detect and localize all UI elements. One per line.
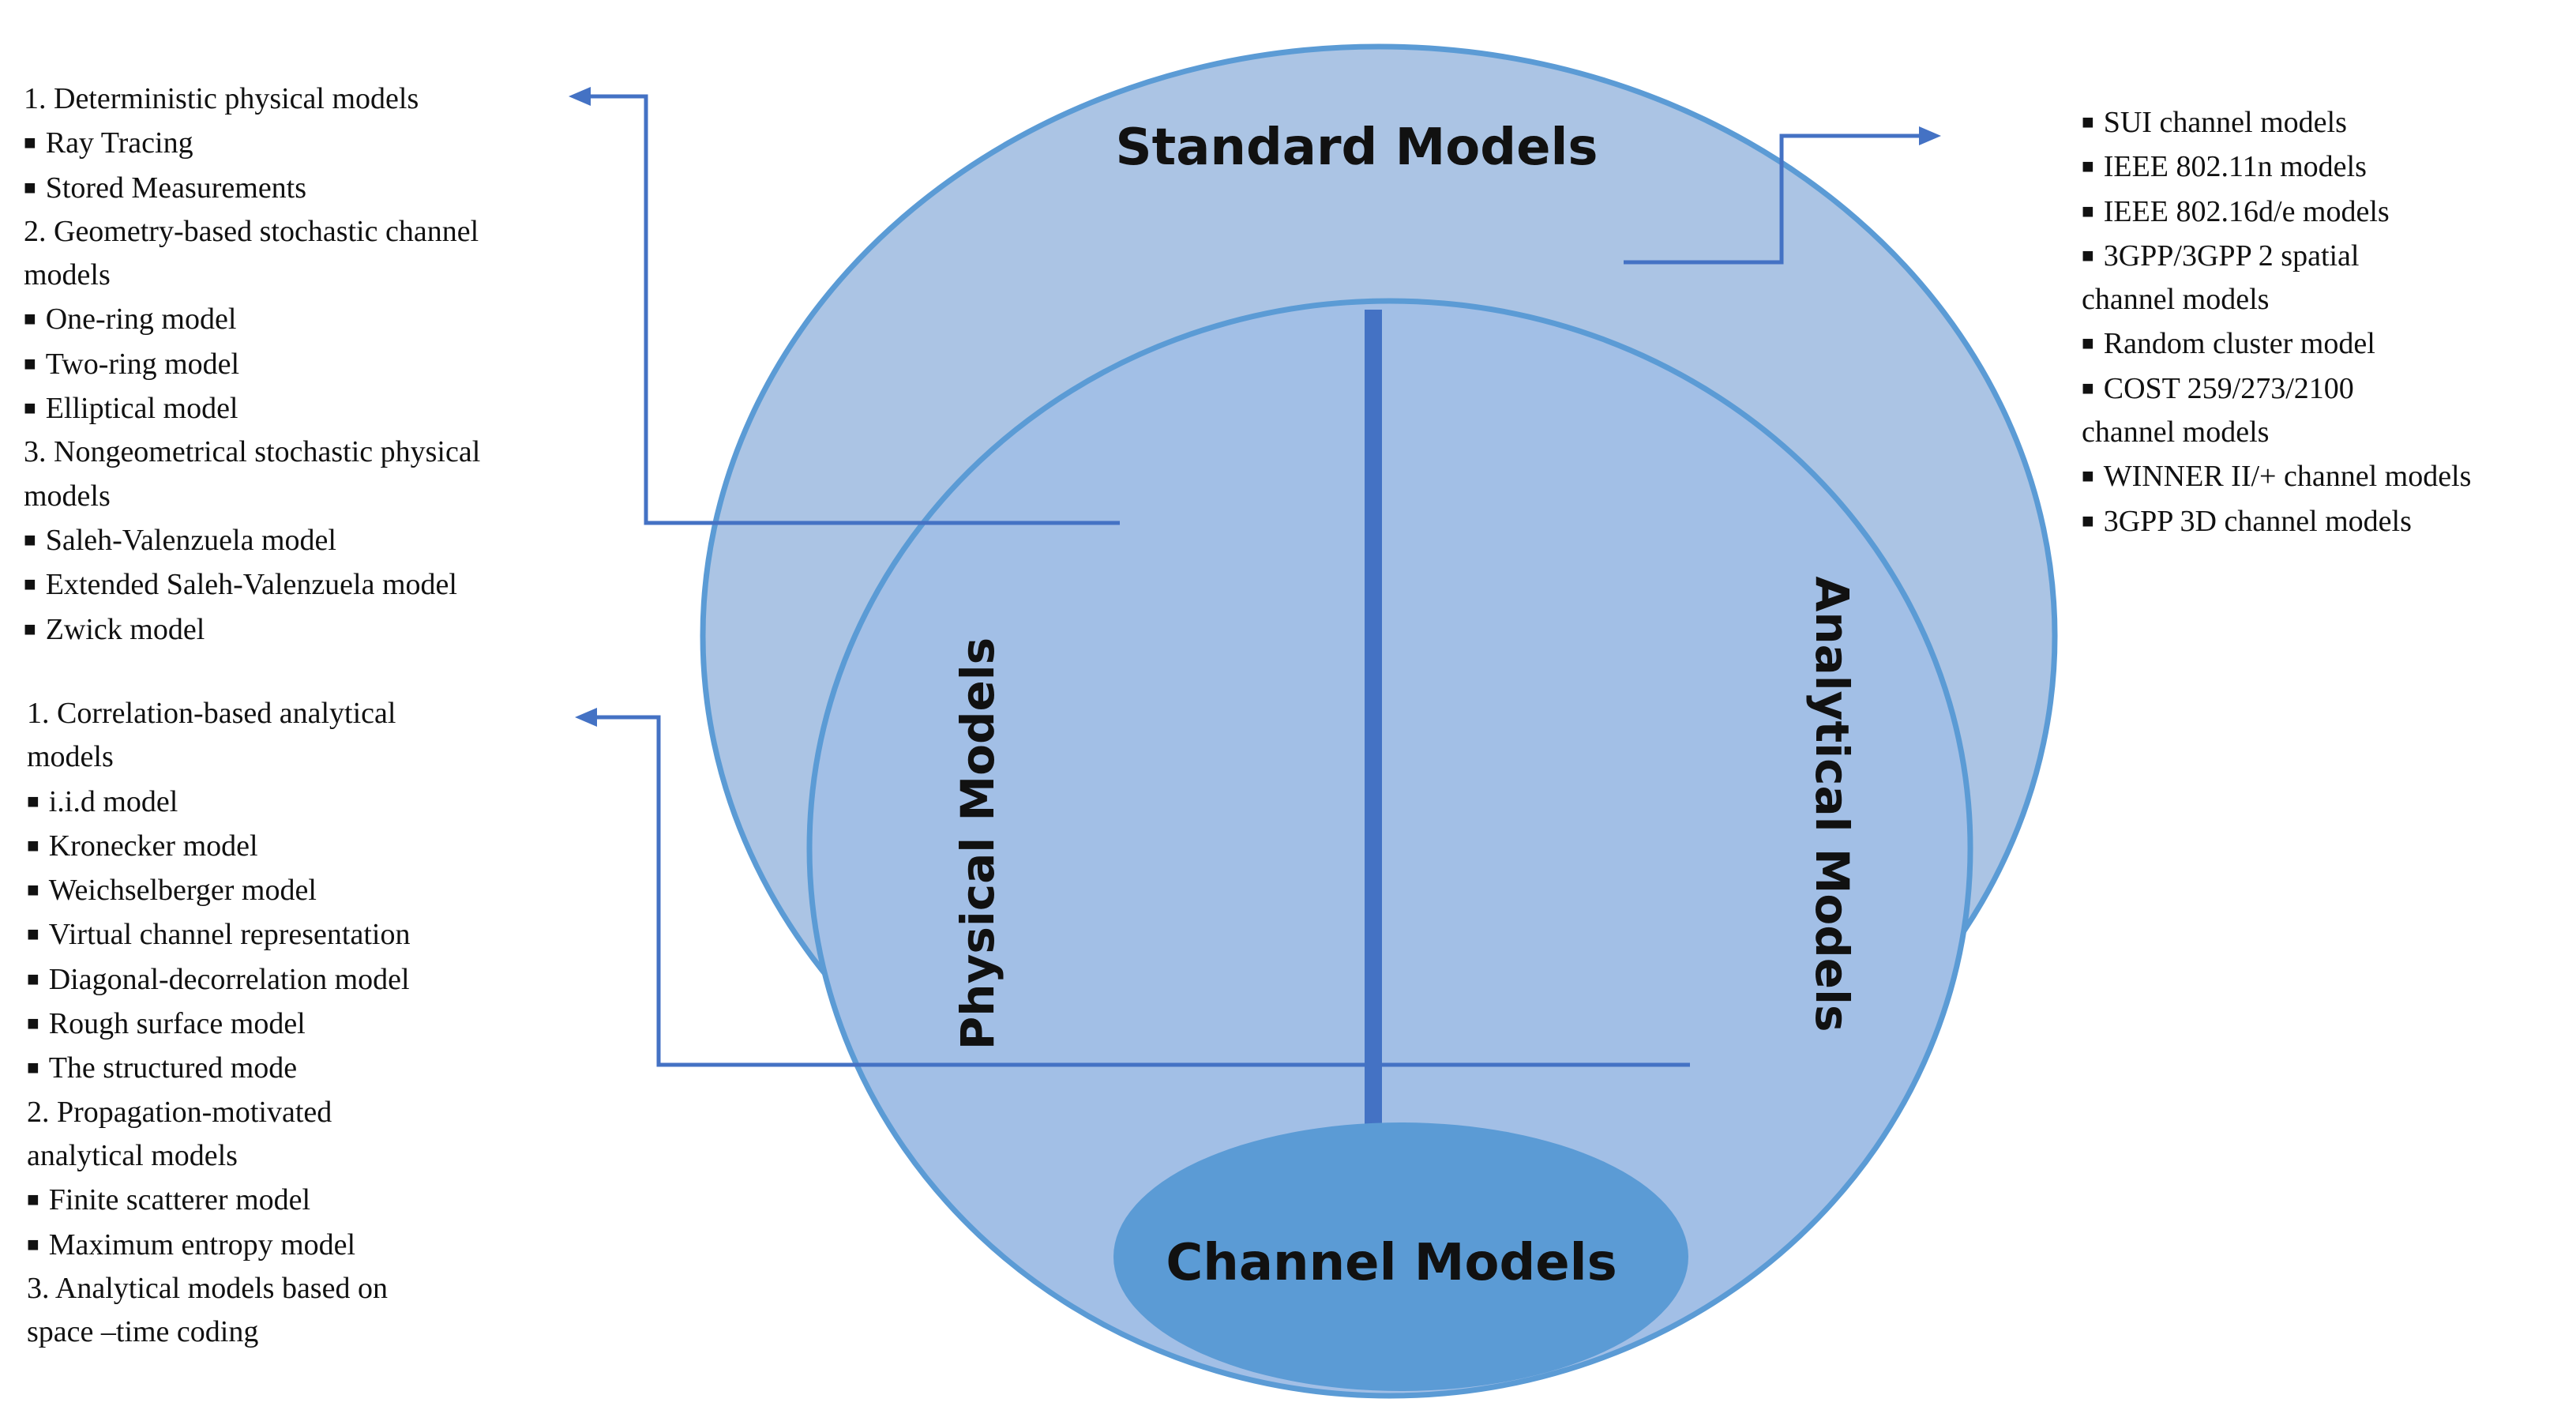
list-item: Saleh-Valenzuela model <box>24 518 480 562</box>
list-item: Diagonal-decorrelation model <box>27 957 410 1002</box>
list-item: space –time coding <box>27 1315 259 1349</box>
standard-models-arrowhead <box>1919 126 1941 145</box>
list-item: Stored Measurements <box>24 166 480 210</box>
list-item: channel models <box>2082 283 2270 317</box>
list-item: Virtual channel representation <box>27 912 411 957</box>
list-item: Rough surface model <box>27 1002 410 1046</box>
list-item: Zwick model <box>24 607 480 652</box>
list-item: Random cluster model <box>2082 321 2471 366</box>
analytical-models-list: 1. Correlation-based analytical models i.i… <box>27 692 410 1354</box>
list-item: 1. Correlation-based analytical <box>27 697 396 730</box>
physical-models-connector <box>586 94 1120 525</box>
list-item: Two-ring model <box>24 342 480 386</box>
list-item: 1. Deterministic physical models <box>24 82 419 115</box>
physical-models-list: 1. Deterministic physical modelsRay Trac… <box>24 77 480 652</box>
list-item: Finite scatterer model <box>27 1178 410 1222</box>
list-item: Extended Saleh-Valenzuela model <box>24 562 480 607</box>
list-item: Elliptical model <box>24 386 480 431</box>
list-item: Weichselberger model <box>27 868 410 912</box>
analytical-models-arrowhead <box>575 708 597 727</box>
list-item: Ray Tracing <box>24 121 480 165</box>
list-item: i.i.d model <box>27 780 410 824</box>
list-item: IEEE 802.11n models <box>2082 145 2471 189</box>
list-item: One-ring model <box>24 297 480 341</box>
physical-models-arrowhead <box>569 87 591 106</box>
list-item: Maximum entropy model <box>27 1223 410 1267</box>
list-item: 2. Propagation-motivated <box>27 1095 332 1129</box>
channel-models-label: Channel Models <box>1166 1234 1617 1292</box>
center-divider <box>1365 310 1382 1131</box>
list-item: models <box>24 479 111 513</box>
list-item: IEEE 802.16d/e models <box>2082 190 2471 234</box>
list-item: 3GPP/3GPP 2 spatial <box>2082 234 2471 278</box>
list-item: channel models <box>2082 415 2270 449</box>
list-item: 3. Nongeometrical stochastic physical <box>24 435 481 469</box>
standard-models-connector <box>1624 133 1924 265</box>
list-item: analytical models <box>27 1138 238 1172</box>
analytical-models-connector <box>592 715 1690 1067</box>
channel-models-ellipse <box>1113 1122 1688 1391</box>
list-item: SUI channel models <box>2082 100 2471 145</box>
analytical-models-label: Analytical Models <box>1805 576 1859 1032</box>
list-item: 3. Analytical models based on <box>27 1271 388 1305</box>
list-item: WINNER II/+ channel models <box>2082 454 2472 498</box>
list-item: 2. Geometry-based stochastic channel <box>24 214 479 248</box>
list-item: Kronecker model <box>27 824 410 868</box>
list-item: models <box>24 258 111 292</box>
physical-analytical-ellipse <box>806 298 1973 1399</box>
list-item: 3GPP 3D channel models <box>2082 499 2471 543</box>
list-item: The structured mode <box>27 1046 410 1090</box>
standard-models-list: SUI channel modelsIEEE 802.11n modelsIEE… <box>2082 100 2471 543</box>
list-item: COST 259/273/2100 <box>2082 367 2471 411</box>
list-item: models <box>27 740 114 774</box>
physical-models-label: Physical Models <box>951 637 1004 1050</box>
standard-models-label: Standard Models <box>1116 118 1598 177</box>
